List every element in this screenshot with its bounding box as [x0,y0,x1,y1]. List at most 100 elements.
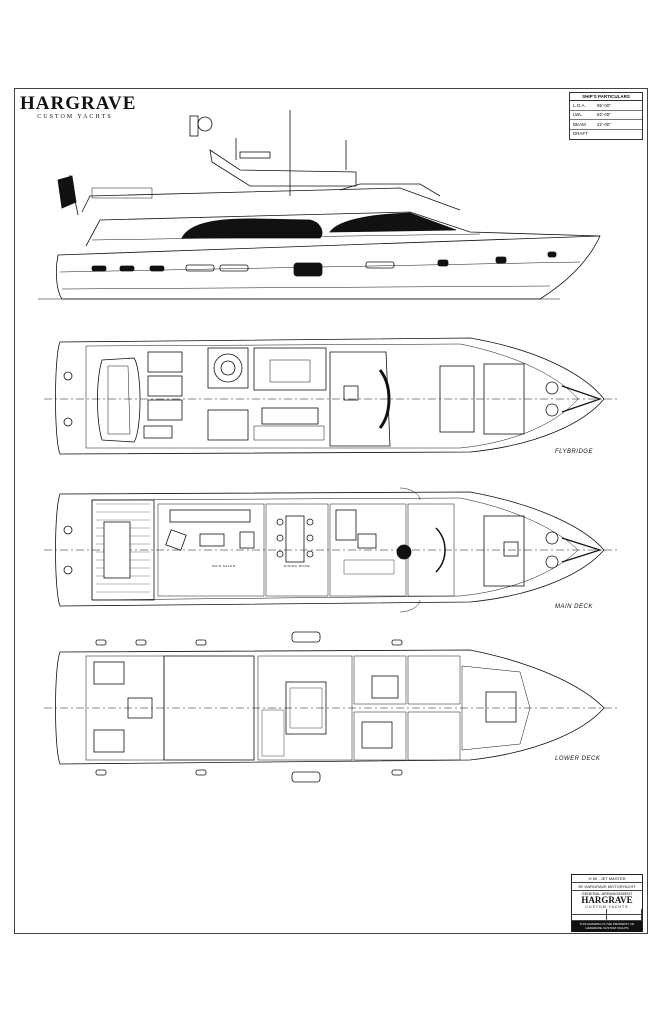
dining-chair [306,518,314,526]
main-salon [157,503,265,597]
anchor-chain [561,537,602,563]
guest-stateroom [353,711,407,761]
main-deck-plan [44,487,620,613]
fender [391,639,403,646]
logo-brand: HARGRAVE [20,93,137,114]
dining-chair [276,550,284,558]
stern-bollard [63,525,73,535]
guest-berth [371,675,399,699]
main-deck-hull-outline [55,491,605,607]
galley-counter [335,509,357,541]
guest-stateroom [353,655,407,705]
fender [135,639,147,646]
title-block-cell [572,909,607,915]
flybridge-bar [253,347,327,391]
windlass [545,555,559,569]
hardtop-windscreen [339,183,441,197]
title-block-project: 95' HARGRAVE MOTORYACHT [572,883,642,891]
master-berth [285,681,327,735]
title-block-footer: THIS DRAWING IS THE PROPERTY OF HARGRAVE… [572,921,642,932]
aft-deck [91,499,155,601]
lower-deck-hull-outline [55,649,605,765]
dining-chair [276,518,284,526]
crew-berth [93,661,125,685]
sun-lounger [147,399,183,421]
crew-head [127,697,153,719]
hull-window [91,265,107,272]
salon-window-band [181,218,323,239]
title-block-brand-sub: CUSTOM YACHTS [585,905,629,909]
particulars-label: DRAFT [573,131,588,137]
tender-inner [107,365,131,435]
particulars-value: 82'-05" [597,112,611,118]
helm-seat [343,385,359,401]
flybridge-plan [44,337,620,455]
fender [195,769,207,776]
ships-particulars-table: SHIP'S PARTICULARS L.O.A. 95'-00" LWL 82… [569,92,643,140]
fender [291,631,321,643]
salon-chair [165,529,187,551]
title-block-brand: HARGRAVE [581,895,633,905]
foredeck-sunpad [483,515,525,587]
radar-dome [197,116,213,132]
vip-stateroom [461,665,531,751]
stern-bollard [63,565,73,575]
flybridge-label: FLYBRIDGE [555,449,593,455]
hull-window [365,261,395,269]
lower-deck-plan [44,631,620,783]
dining-table [285,515,305,563]
side-door-swing [399,487,421,501]
flybridge-helm-area [329,351,391,447]
radar-arch [209,149,357,187]
title-block: H-95 - JET MASTER 95' HARGRAVE MOTORYACH… [571,874,643,932]
particulars-label: L.O.A. [573,102,586,108]
salon-chair [239,531,255,549]
logo-subtitle: CUSTOM YACHTS [37,114,113,120]
foredeck-hatch [439,365,475,433]
side-door-swing [399,599,421,613]
storage-locker [143,425,173,439]
dining-room-label: DINING ROOM [284,564,311,568]
salon-sofa [169,509,251,523]
windlass [545,531,559,545]
main-deck-bulwark [91,497,579,601]
coffee-table [199,533,225,547]
vip-berth [485,691,517,723]
sun-lounger [147,375,183,397]
bench-seat [253,425,325,441]
dining-chair [276,534,284,542]
profile-view [38,110,601,300]
particulars-label: LWL [573,112,582,118]
particulars-row: DRAFT [570,130,642,139]
hull-window-large [293,262,323,277]
lower-deck-label: LOWER DECK [555,756,601,762]
master-stairs [261,709,285,757]
windlass [545,403,559,417]
hull-window [547,251,557,258]
master-berth-mattress [289,687,323,729]
hull-window [219,264,249,272]
aft-deck-settee [103,521,131,579]
fender [195,639,207,646]
fender [95,769,107,776]
main-salon-label: MAIN SALON [212,564,236,568]
galley-island [357,533,377,549]
drawing-sheet-border [14,88,648,934]
hargrave-logo: HARGRAVE CUSTOM YACHTS [20,93,137,120]
guest-stateroom [407,655,461,705]
hull-window [437,259,449,267]
master-stateroom [257,655,353,761]
flybridge-deck [81,187,461,213]
dining-chair [306,550,314,558]
title-block-grid [572,909,642,921]
particulars-row: L.O.A. 95'-00" [570,101,642,111]
tender [97,357,141,443]
pilothouse-console [435,527,446,573]
helm-chair [396,544,412,560]
title-block-cell [607,909,642,915]
helm-console [378,369,391,429]
pilothouse-window [329,212,457,233]
boot-stripe [61,285,551,290]
particulars-row: BEAM 22'-00" [570,120,642,130]
title-block-drawing: GENERAL ARRANGEMENT [581,891,633,896]
